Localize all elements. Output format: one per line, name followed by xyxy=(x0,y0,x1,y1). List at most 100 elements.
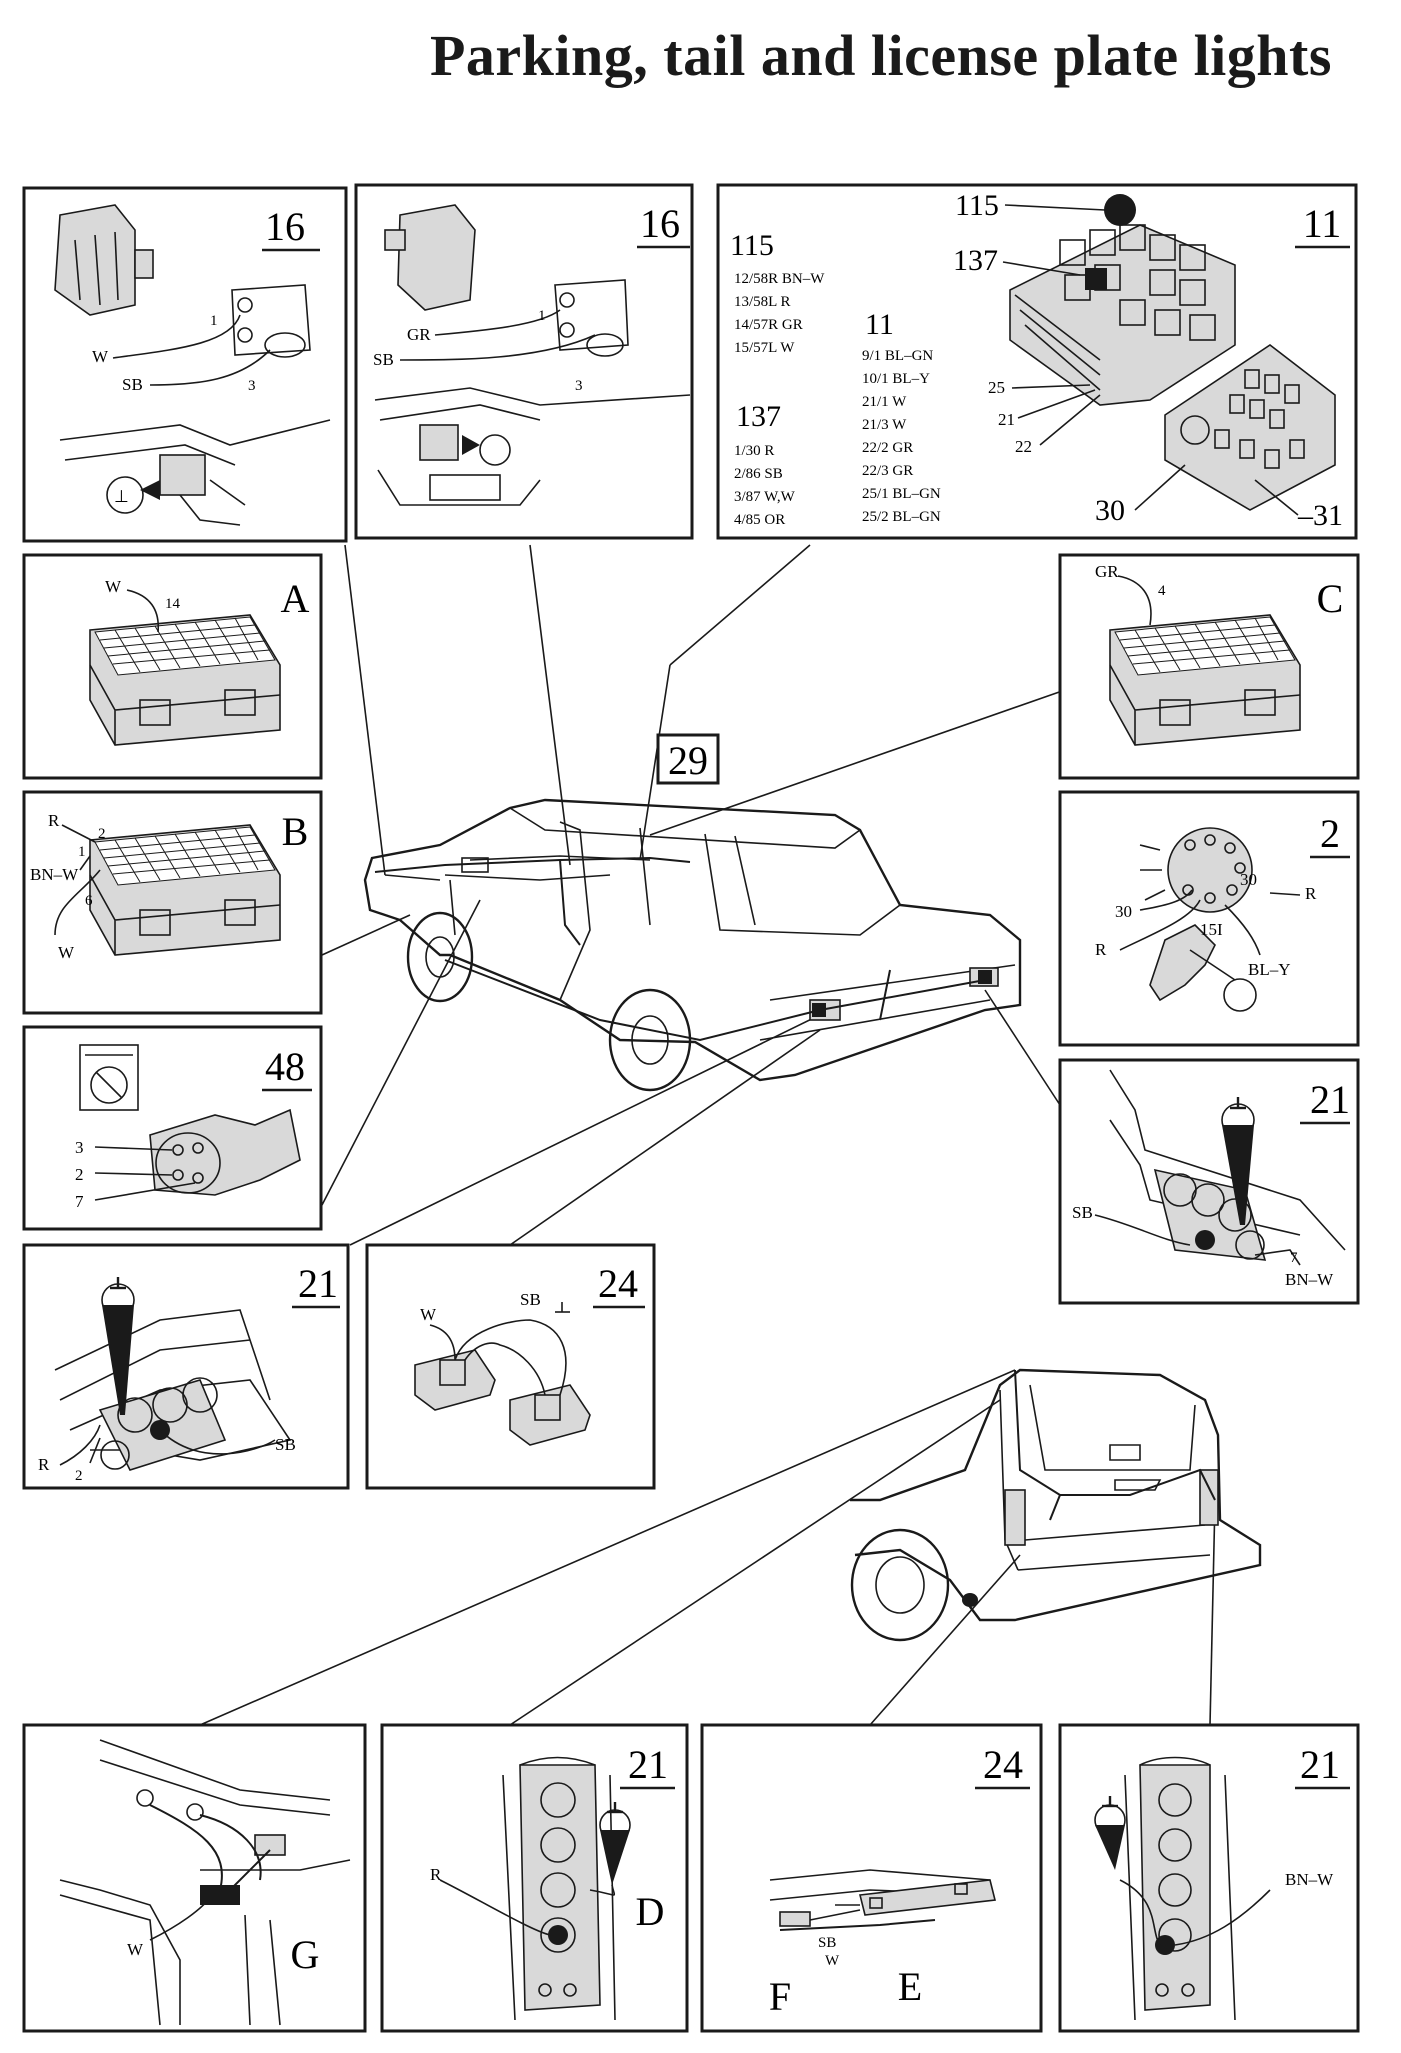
svg-text:GR: GR xyxy=(407,325,431,344)
svg-text:1: 1 xyxy=(538,308,546,324)
svg-text:12/58R BN–W: 12/58R BN–W xyxy=(734,271,825,287)
svg-text:SB: SB xyxy=(818,1935,836,1951)
svg-text:7: 7 xyxy=(75,1192,84,1211)
connector-grid xyxy=(94,616,276,676)
svg-text:G: G xyxy=(291,1932,320,1977)
svg-text:2: 2 xyxy=(75,1468,83,1484)
svg-text:B: B xyxy=(282,809,309,854)
svg-text:25: 25 xyxy=(988,378,1005,397)
svg-text:9/1 BL–GN: 9/1 BL–GN xyxy=(862,348,933,364)
svg-text:D: D xyxy=(636,1889,665,1934)
connector-11-table: 9/1 BL–GN 10/1 BL–Y 21/1 W 21/3 W 22/2 G… xyxy=(862,348,941,525)
svg-text:R: R xyxy=(1305,884,1317,903)
panel-48-light-switch: 48 3 2 7 xyxy=(22,1025,323,1231)
panel-G-tailgate-connector: G W xyxy=(22,1723,367,2033)
estate-car-illustration xyxy=(850,1368,1262,1642)
svg-text:W: W xyxy=(92,347,109,366)
svg-text:1: 1 xyxy=(210,313,218,329)
svg-text:15/57L W: 15/57L W xyxy=(734,340,795,356)
svg-text:2: 2 xyxy=(98,826,106,842)
svg-text:1/30 R: 1/30 R xyxy=(734,443,774,459)
svg-text:137: 137 xyxy=(953,244,998,277)
svg-text:15I: 15I xyxy=(1200,920,1223,939)
panel-B-connector: B R BN–W W 2 1 6 xyxy=(22,790,323,1015)
svg-text:29: 29 xyxy=(668,738,708,783)
panel-21-right-tail-light-estate: 21 BN–W xyxy=(1058,1723,1360,2033)
panel-29-callout: 29 xyxy=(656,733,720,785)
svg-text:W: W xyxy=(58,943,75,962)
svg-text:4: 4 xyxy=(1158,583,1166,599)
panel-C-connector: C GR 4 xyxy=(1058,553,1360,780)
svg-text:14/57R GR: 14/57R GR xyxy=(734,317,803,333)
svg-text:GR: GR xyxy=(1095,562,1119,581)
svg-text:3: 3 xyxy=(575,378,583,394)
svg-text:R: R xyxy=(48,811,60,830)
svg-text:–31: –31 xyxy=(1297,499,1343,532)
svg-text:SB: SB xyxy=(1072,1203,1093,1222)
svg-text:6: 6 xyxy=(85,893,93,909)
svg-text:R: R xyxy=(38,1455,50,1474)
svg-text:22/3 GR: 22/3 GR xyxy=(862,463,913,479)
svg-text:BN–W: BN–W xyxy=(1285,1270,1334,1289)
panel-number: 11 xyxy=(1303,201,1342,246)
svg-text:BL–Y: BL–Y xyxy=(1248,960,1291,979)
panel-number: 24 xyxy=(983,1742,1023,1787)
svg-text:30: 30 xyxy=(1115,902,1132,921)
svg-text:4/85 OR: 4/85 OR xyxy=(734,512,785,528)
svg-text:2/86 SB: 2/86 SB xyxy=(734,466,783,482)
svg-text:14: 14 xyxy=(165,596,181,612)
svg-text:W: W xyxy=(825,1953,840,1969)
svg-text:21/1 W: 21/1 W xyxy=(862,394,907,410)
svg-text:W: W xyxy=(105,577,122,596)
panel-number: 48 xyxy=(265,1044,305,1089)
svg-text:11: 11 xyxy=(865,308,894,341)
svg-text:3: 3 xyxy=(75,1138,84,1157)
svg-text:13/58L R: 13/58L R xyxy=(734,294,791,310)
svg-text:F: F xyxy=(769,1974,791,2019)
panel-number: 24 xyxy=(598,1261,638,1306)
svg-text:A: A xyxy=(281,576,310,621)
svg-text:1: 1 xyxy=(78,844,86,860)
panel-21-left-tail-light-sedan: 21 R SB 2 xyxy=(22,1243,350,1490)
svg-text:R: R xyxy=(430,1865,442,1884)
svg-text:30: 30 xyxy=(1240,870,1257,889)
panel-number: 21 xyxy=(628,1742,668,1787)
svg-text:21/3 W: 21/3 W xyxy=(862,417,907,433)
svg-text:SB: SB xyxy=(373,350,394,369)
panel-number: 16 xyxy=(265,204,305,249)
panel-A-connector: A W 14 xyxy=(22,553,323,780)
panel-11-central-electrical-unit: 11 115 137 25 21 2 xyxy=(716,183,1358,540)
svg-text:E: E xyxy=(898,1964,922,2009)
panel-24-license-plate-lights-estate: 24 F E SB W xyxy=(700,1723,1043,2033)
panel-16-left-parking-light: 16 ⊥ W SB 1 3 xyxy=(22,186,348,543)
svg-text:2: 2 xyxy=(75,1165,84,1184)
svg-text:SB: SB xyxy=(275,1435,296,1454)
svg-text:115: 115 xyxy=(955,189,999,222)
panel-number: 21 xyxy=(1310,1077,1350,1122)
svg-text:30: 30 xyxy=(1095,494,1125,527)
svg-text:22: 22 xyxy=(1015,437,1032,456)
panel-number: 21 xyxy=(298,1261,338,1306)
panel-number: 16 xyxy=(640,201,680,246)
panel-number: 21 xyxy=(1300,1742,1340,1787)
connector-137-table: 1/30 R 2/86 SB 3/87 W,W 4/85 OR xyxy=(734,443,796,528)
svg-text:3/87 W,W: 3/87 W,W xyxy=(734,489,796,505)
svg-text:W: W xyxy=(127,1940,144,1959)
svg-text:115: 115 xyxy=(730,229,774,262)
panel-number: 2 xyxy=(1320,811,1340,856)
svg-text:3: 3 xyxy=(248,378,256,394)
panel-21-right-tail-light-sedan: 21 SB 7 BN–W xyxy=(1058,1058,1360,1305)
svg-text:22/2 GR: 22/2 GR xyxy=(862,440,913,456)
panel-2-ignition-switch: 2 30 R 30 R 15I BL–Y xyxy=(1058,790,1360,1047)
svg-text:⊥: ⊥ xyxy=(114,487,129,506)
svg-text:C: C xyxy=(1317,576,1344,621)
svg-text:W: W xyxy=(420,1305,437,1324)
svg-text:BN–W: BN–W xyxy=(1285,1870,1334,1889)
panel-21-left-tail-light-estate: 21 R D xyxy=(380,1723,689,2033)
connector-115-table: 12/58R BN–W 13/58L R 14/57R GR 15/57L W xyxy=(734,271,825,356)
svg-text:25/2 BL–GN: 25/2 BL–GN xyxy=(862,509,941,525)
page-title: Parking, tail and license plate lights xyxy=(430,23,1332,88)
svg-text:SB: SB xyxy=(520,1290,541,1309)
svg-text:137: 137 xyxy=(736,400,781,433)
